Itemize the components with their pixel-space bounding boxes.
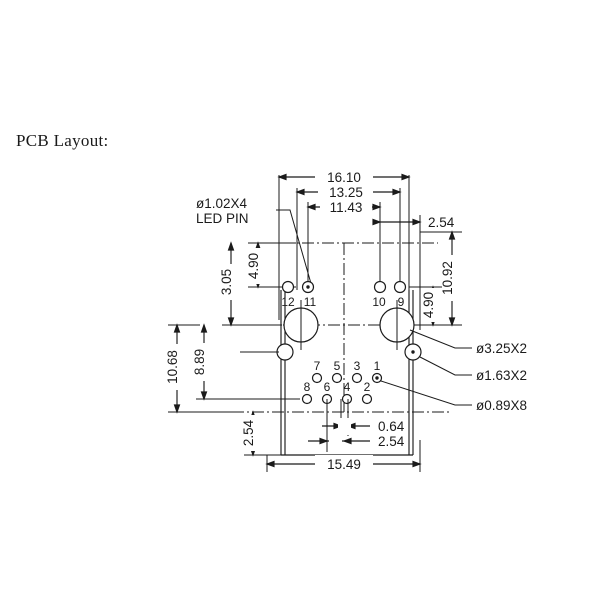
dim-arrows-8-89 [200,323,208,401]
pin-label-10: 10 [372,295,386,309]
dim-2-54-top-right-label: 2.54 [428,215,455,230]
dim-arrows-10-92 [448,230,456,327]
dim-15-49-label: 15.49 [327,457,361,472]
dim-11-43-label: 11.43 [330,200,363,215]
leader-led-pin [276,209,313,288]
dim-16-10-label: 16.10 [327,170,361,185]
dim-arrows-0-64 [333,422,356,430]
pin-label-11: 11 [304,295,317,309]
dim-arrows-10-68 [173,323,181,414]
dim-arrows-top [277,173,422,226]
dim-3-05-label: 3.05 [219,269,234,295]
pin-hole-2 [361,393,373,405]
pin-hole-12 [281,280,295,294]
pin-label-3: 3 [354,359,361,373]
mount-hole-note-label: ø3.25X2 [476,341,527,356]
pin-label-12: 12 [281,295,295,309]
pin-label-6: 6 [324,380,331,394]
pin-hole-8 [301,393,313,405]
dim-2-54-bottom-left-label: 2.54 [241,419,256,446]
dim-4-90-right-label: 4.90 [421,292,436,318]
signal-pin-note-label: ø0.89X8 [476,398,527,413]
dim-13-25-label: 13.25 [329,185,363,200]
led-pin-note-line1: ø1.02X4 [196,196,248,211]
pin-label-7: 7 [314,359,321,373]
dim-0-64-label: 0.64 [378,419,405,434]
pin-hole-11-center-dot [306,285,310,289]
locator-hole-left [276,343,294,361]
pin-label-2: 2 [364,380,371,394]
leader-locator-hole [419,356,472,376]
pin-hole-1-center-dot [375,376,379,380]
pin-hole-3 [351,372,363,384]
dim-arrows-3-05 [227,241,235,327]
locator-hole-note-label: ø1.63X2 [476,368,527,383]
dim-4-90-left-label: 4.90 [246,253,261,279]
led-pin-note-line2: LED PIN [196,211,249,226]
pin-label-1: 1 [374,359,381,373]
dim-10-92-label: 10.92 [440,261,455,295]
pin-hole-4 [341,393,353,405]
dim-10-68-label: 10.68 [165,350,180,384]
pin-label-8: 8 [304,380,311,394]
page-title: PCB Layout: [16,131,109,150]
pin-hole-7 [311,372,323,384]
pin-hole-5 [331,372,343,384]
dim-arrows-15-49 [265,460,422,468]
pin-label-4: 4 [344,380,351,394]
dim-2-54-bottom-label: 2.54 [378,434,405,449]
leader-signal-pin [380,380,472,406]
pin-hole-10 [373,280,387,294]
pin-label-9: 9 [398,295,405,309]
leader-mounting-hole [409,329,472,349]
pin-hole-9 [393,280,407,294]
dim-8-89-label: 8.89 [192,349,207,375]
locator-hole-right-center-dot [411,350,415,354]
pin-label-5: 5 [334,359,341,373]
dim-arrows-2-54-bottom [319,437,352,445]
